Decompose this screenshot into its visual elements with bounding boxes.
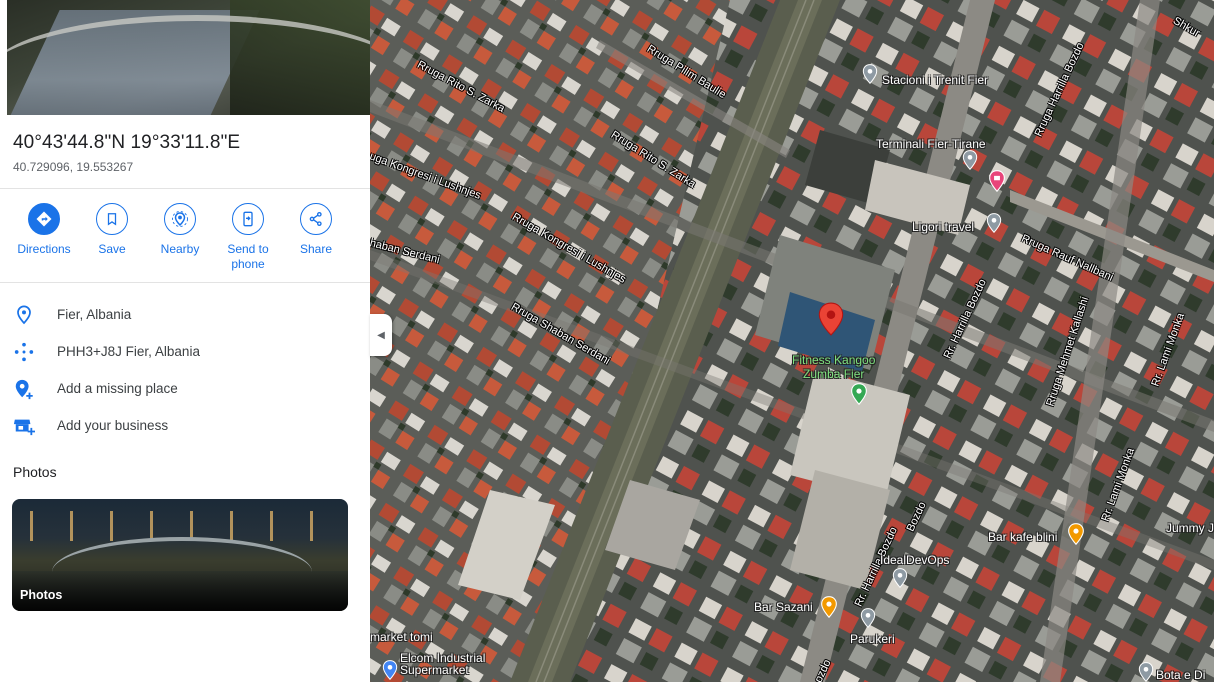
poi-label[interactable]: Bar kafe blini	[988, 530, 1058, 544]
dropped-pin-icon[interactable]	[818, 302, 844, 336]
save-button[interactable]: Save	[78, 203, 146, 257]
directions-label: Directions	[17, 242, 71, 256]
photo-lights	[12, 511, 348, 541]
plus-code-icon	[12, 340, 36, 364]
bar-pin-icon[interactable]	[820, 596, 838, 618]
hero-bridge	[7, 15, 370, 115]
save-label: Save	[98, 242, 126, 256]
nearby-label: Nearby	[160, 242, 200, 256]
satellite-imagery	[370, 0, 1214, 682]
nearby-icon	[164, 203, 196, 235]
poi-label[interactable]: Ligori travel	[912, 220, 975, 234]
photo-bridge	[52, 537, 312, 607]
place-hero-image[interactable]	[7, 0, 370, 115]
poi-label[interactable]: Bar Sazani	[754, 600, 813, 614]
add-location-icon	[12, 377, 36, 401]
photos-card-caption: Photos	[20, 588, 63, 602]
supermarket-pin-icon[interactable]	[382, 660, 398, 680]
nearby-button[interactable]: Nearby	[146, 203, 214, 257]
plus-code-text: PHH3+J8J Fier, Albania	[57, 344, 200, 359]
divider	[0, 188, 370, 189]
add-missing-place-row[interactable]: Add a missing place	[0, 374, 370, 404]
poi-label[interactable]: Stacioni i Trenit Fier	[882, 73, 989, 87]
poi-label[interactable]: Elcom Industrial Supermarket	[400, 651, 486, 677]
business-pin-icon[interactable]	[892, 568, 908, 588]
add-business-text: Add your business	[57, 418, 169, 433]
poi-label[interactable]: Bota e Di	[1156, 668, 1206, 682]
add-business-icon	[12, 414, 36, 438]
send-to-phone-icon	[232, 203, 264, 235]
directions-icon	[28, 203, 60, 235]
share-icon	[300, 203, 332, 235]
share-label: Share	[299, 242, 333, 256]
chevron-left-icon: ◀	[377, 329, 385, 341]
photos-heading: Photos	[13, 464, 57, 480]
poi-label[interactable]: Jummy Ju	[1166, 521, 1214, 535]
bookmark-icon	[96, 203, 128, 235]
satellite-map[interactable]: Rruga Rito S. Zarka Rruga Pilim Baulie R…	[370, 0, 1214, 682]
poi-label[interactable]: IdealDevOps	[880, 553, 950, 567]
add-business-row[interactable]: Add your business	[0, 411, 370, 441]
share-button[interactable]: Share	[282, 203, 350, 257]
divider	[0, 282, 370, 283]
address-text: Fier, Albania	[57, 307, 132, 322]
directions-button[interactable]: Directions	[10, 203, 78, 257]
plus-code-row[interactable]: PHH3+J8J Fier, Albania	[0, 337, 370, 367]
salon-pin-icon[interactable]	[860, 608, 876, 628]
decimal-coordinates: 40.729096, 19.553267	[13, 160, 134, 174]
fitness-pin-icon[interactable]	[850, 383, 868, 405]
send-to-phone-label: Send to phone	[227, 242, 269, 271]
place-title: 40°43'44.8"N 19°33'11.8"E	[13, 132, 241, 153]
location-pin-icon	[12, 303, 36, 327]
travel-agency-pin-icon[interactable]	[986, 213, 1002, 233]
address-row[interactable]: Fier, Albania	[0, 300, 370, 330]
photos-card[interactable]: Photos	[12, 499, 348, 611]
train-station-pin-icon[interactable]	[862, 64, 878, 84]
poi-label[interactable]: Terminali Fier-Tirane	[876, 137, 986, 151]
poi-label[interactable]: market tomi	[370, 630, 433, 644]
photo-water	[12, 571, 348, 611]
bus-terminal-pin-icon[interactable]	[962, 150, 978, 170]
send-to-phone-button[interactable]: Send to phone	[214, 203, 282, 272]
action-bar: Directions Save Nearby Send to phone Sha…	[0, 203, 370, 273]
add-missing-place-text: Add a missing place	[57, 381, 178, 396]
poi-label[interactable]: Fitness Kangoo Zumba Fier	[792, 353, 876, 381]
cafe-pin-icon[interactable]	[1067, 523, 1085, 545]
collapse-panel-button[interactable]: ◀	[370, 314, 392, 356]
poi-label[interactable]: Parukeri	[850, 632, 895, 646]
shopping-pin-icon[interactable]	[988, 170, 1006, 192]
place-panel: 40°43'44.8"N 19°33'11.8"E 40.729096, 19.…	[0, 0, 370, 682]
store-pin-icon[interactable]	[1138, 662, 1154, 682]
